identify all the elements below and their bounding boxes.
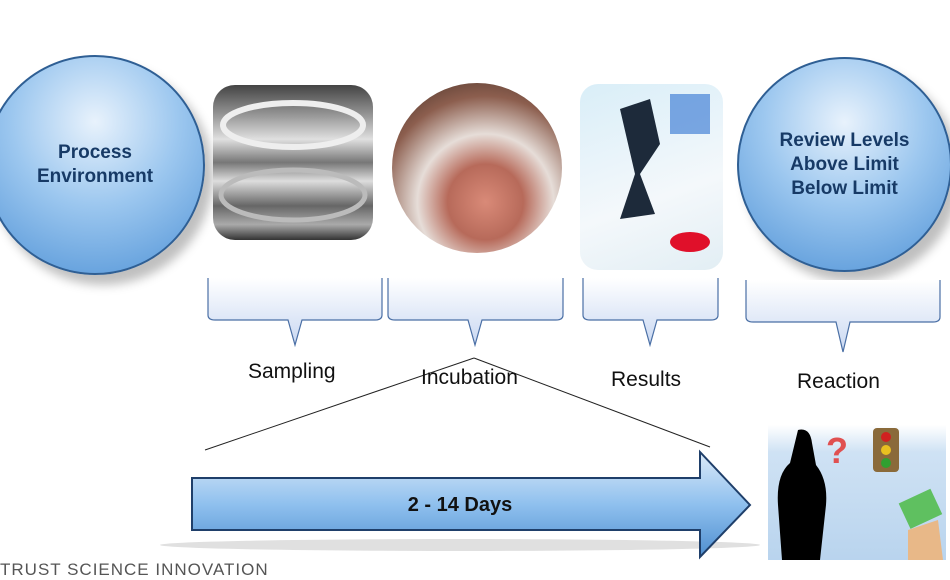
timeline-arrow xyxy=(191,449,752,560)
reaction-label: Reaction xyxy=(797,370,880,393)
zoom-line-right xyxy=(473,357,711,448)
results-label: Results xyxy=(611,368,682,391)
process-environment-circle: Process Environment xyxy=(0,55,205,275)
process-label-line1: Process xyxy=(58,142,132,163)
duration-label: 2 - 14 Days xyxy=(407,494,513,516)
traffic-light-icon xyxy=(873,428,899,472)
person-silhouette-icon xyxy=(777,429,827,560)
review-levels-circle: Review Levels Above Limit Below Limit xyxy=(737,57,950,272)
results-bracket xyxy=(582,278,719,348)
money-hand-icon xyxy=(898,488,943,560)
results-microscope-photo xyxy=(580,84,723,270)
incubation-label: Incubation xyxy=(421,366,518,389)
process-label-line2: Environment xyxy=(36,166,154,187)
svg-text:?: ? xyxy=(826,430,848,471)
review-label-line1: Review Levels xyxy=(779,129,910,151)
sampling-photo xyxy=(213,85,373,240)
sampling-label: Sampling xyxy=(248,360,336,383)
reaction-bracket xyxy=(745,280,941,353)
sampling-bracket xyxy=(207,278,383,348)
footer-tagline: TRUST SCIENCE INNOVATION xyxy=(0,560,269,579)
incubation-photo xyxy=(392,83,562,253)
zoom-line-left xyxy=(204,357,475,451)
review-label-line2: Above Limit xyxy=(790,153,899,175)
reaction-illustration: ? xyxy=(768,425,946,560)
incubation-bracket xyxy=(387,278,564,348)
review-label-line3: Below Limit xyxy=(791,177,898,199)
